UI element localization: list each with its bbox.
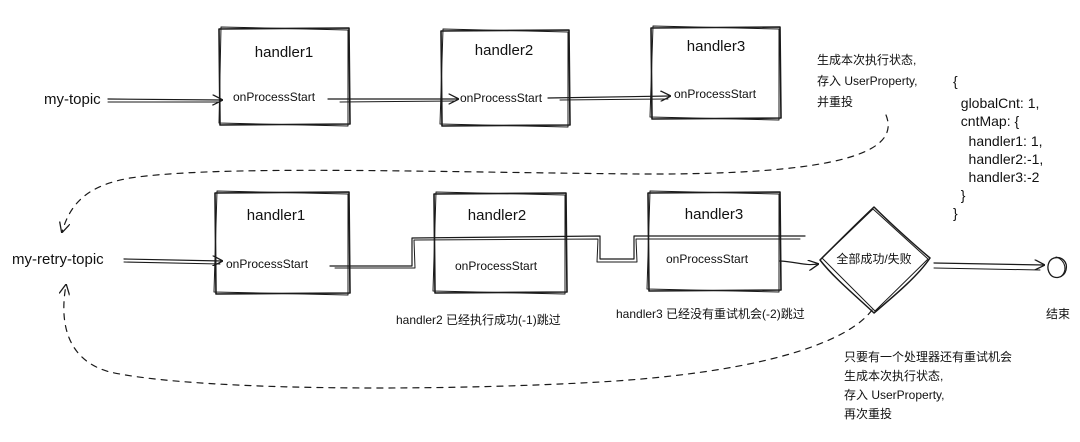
top-handler3-hook: onProcessStart: [674, 87, 757, 101]
state-json-line-5: handler2:-1,: [953, 151, 1043, 167]
end-node: 结束: [1046, 256, 1070, 321]
bottom-handler2-box: handler2 onProcessStart: [432, 191, 568, 295]
arrow-retry-to-handler1: [123, 259, 222, 261]
retry-note-line-1: 只要有一个处理器还有重试机会: [844, 349, 1012, 364]
retry-note-line-2: 生成本次执行状态,: [844, 369, 943, 383]
top-handler3-box: handler3 onProcessStart: [649, 25, 782, 121]
handler3-skip-note: handler3 已经没有重试机会(-2)跳过: [616, 306, 805, 321]
dashed-arrow-retry-loop: [64, 285, 873, 389]
decision-label: 全部成功/失败: [836, 251, 911, 266]
arrow-decision-to-end: [933, 263, 1044, 265]
state-json-line-8: }: [953, 205, 958, 221]
arrow-topic-to-handler1: [107, 99, 222, 100]
arrow-decision-to-end-sketch: [933, 267, 1041, 271]
arrow-retry-to-handler1-sketch: [123, 261, 221, 265]
dashed-arrow-requeue-to-retry: [62, 114, 889, 232]
top-handler2-hook: onProcessStart: [460, 91, 543, 105]
bypass-line-skip: [329, 235, 806, 267]
state-json-line-6: handler3:-2: [953, 169, 1040, 185]
state-json-line-1: {: [953, 73, 958, 89]
bottom-handler2-name: handler2: [468, 207, 526, 224]
arrow-handler3-to-decision: [779, 261, 818, 265]
bottom-handler2-hook: onProcessStart: [455, 259, 538, 273]
bottom-handler3-box: handler3 onProcessStart: [646, 190, 782, 293]
top-handler1-name: handler1: [255, 44, 313, 61]
bottom-handler1-box: handler1 onProcessStart: [213, 190, 351, 296]
top-handler1-hook: onProcessStart: [233, 90, 316, 104]
arrow-top-h2-to-h3: [547, 96, 670, 98]
retry-topic-label: my-retry-topic: [12, 251, 104, 268]
top-handler2-box: handler2 onProcessStart: [439, 28, 571, 128]
bottom-handler3-hook: onProcessStart: [666, 252, 749, 266]
main-topic-label: my-topic: [44, 91, 101, 108]
bottom-handler1-hook: onProcessStart: [226, 257, 309, 271]
state-json-line-2: globalCnt: 1,: [953, 95, 1039, 111]
bypass-line-skip-sketch: [334, 238, 801, 269]
top-handler1-box: handler1 onProcessStart: [218, 26, 351, 127]
state-json-line-7: }: [953, 187, 966, 203]
arrow-top-h2-to-h3-sketch: [559, 98, 669, 101]
top-note-line-1: 生成本次执行状态,: [817, 53, 916, 67]
state-json-block: { globalCnt: 1, cntMap: { handler1: 1, h…: [953, 73, 1043, 221]
retry-note: 只要有一个处理器还有重试机会 生成本次执行状态, 存入 UserProperty…: [844, 349, 1012, 421]
arrow-top-h1-to-h2-sketch: [339, 100, 456, 103]
state-json-line-3: cntMap: {: [953, 113, 1019, 129]
retry-note-line-3: 存入 UserProperty,: [844, 388, 944, 402]
top-requeue-note: 生成本次执行状态, 存入 UserProperty, 并重投: [817, 53, 917, 109]
bottom-handler1-name: handler1: [247, 207, 305, 224]
top-handler2-name: handler2: [475, 42, 533, 59]
retry-note-line-4: 再次重投: [844, 406, 892, 421]
state-json-line-4: handler1: 1,: [953, 133, 1043, 149]
bottom-handler3-name: handler3: [685, 206, 743, 223]
top-note-line-3: 并重投: [817, 94, 853, 109]
top-note-line-2: 存入 UserProperty,: [817, 74, 917, 88]
handler2-skip-note: handler2 已经执行成功(-1)跳过: [396, 313, 561, 327]
end-label: 结束: [1046, 307, 1070, 321]
top-handler3-name: handler3: [687, 38, 745, 55]
decision-diamond: 全部成功/失败: [819, 206, 931, 314]
